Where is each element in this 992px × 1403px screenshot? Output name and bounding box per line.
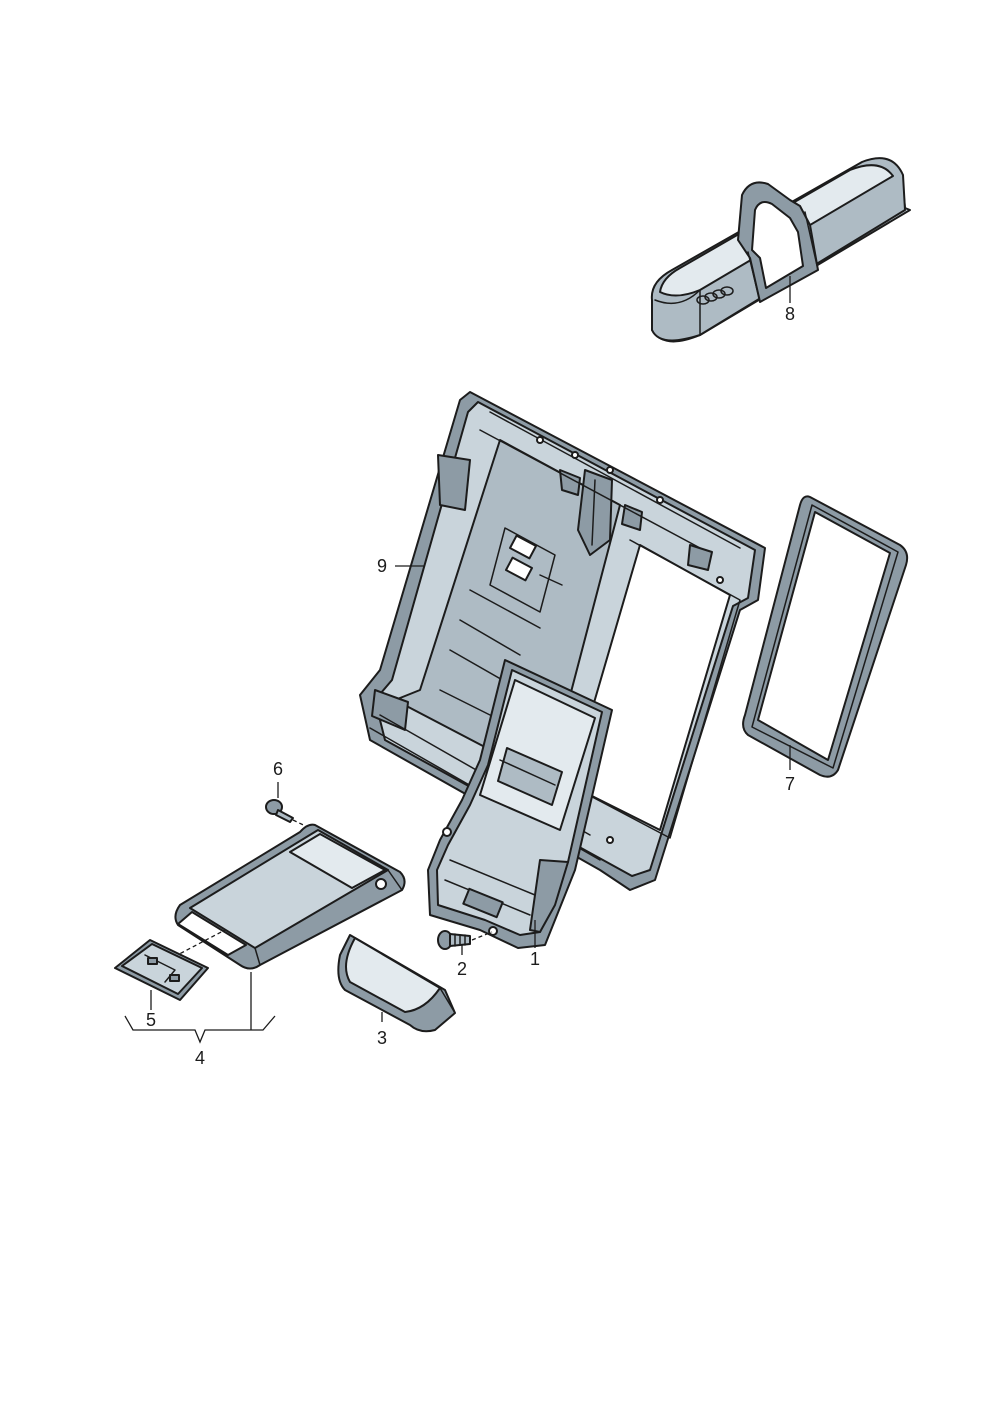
part-8-ski-bag[interactable]	[650, 157, 911, 343]
part-6-screw[interactable]	[265, 799, 319, 833]
part-4-armrest[interactable]	[167, 823, 406, 970]
part-2-screw[interactable]	[437, 930, 493, 950]
part-3-cover-cap[interactable]	[337, 934, 456, 1033]
callout-4: 4	[195, 1048, 205, 1068]
callout-8: 8	[785, 304, 795, 324]
part-9-seat-back-frame[interactable]	[359, 391, 766, 891]
callout-7: 7	[785, 774, 795, 794]
callout-2: 2	[457, 959, 467, 979]
callout-1: 1	[530, 949, 540, 969]
part-5-tray[interactable]	[114, 939, 209, 1001]
callout-labels: 1 2 3 4 5 6 7 8 9	[146, 304, 795, 1068]
part-7-seal-frame[interactable]	[742, 495, 909, 778]
leader-lines	[124, 276, 791, 1044]
part-1-armrest-bracket[interactable]	[427, 659, 613, 949]
callout-5: 5	[146, 1010, 156, 1030]
callout-6: 6	[273, 759, 283, 779]
four-rings-logo-icon	[696, 286, 734, 305]
callout-3: 3	[377, 1028, 387, 1048]
callout-9: 9	[377, 556, 387, 576]
